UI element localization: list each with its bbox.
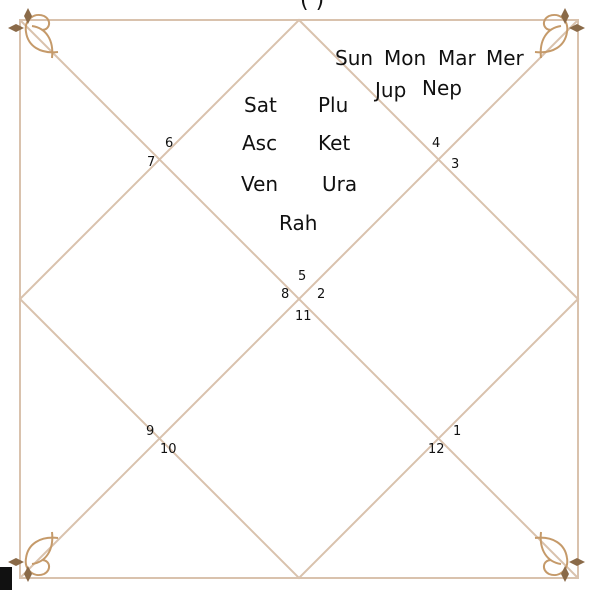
planet-asc: Asc (242, 133, 277, 153)
house-number-6: 6 (165, 137, 173, 150)
planet-mon: Mon (384, 48, 426, 68)
house-number-4: 4 (432, 137, 440, 150)
house-number-11: 11 (295, 310, 312, 323)
planet-nep: Nep (422, 78, 462, 98)
planet-plu: Plu (318, 95, 348, 115)
planet-ven: Ven (241, 174, 278, 194)
planet-mar: Mar (438, 48, 476, 68)
corner-ornament-icon (0, 0, 70, 70)
house-number-10: 10 (160, 443, 177, 456)
planet-sat: Sat (244, 95, 277, 115)
house-number-3: 3 (451, 158, 459, 171)
planet-rah: Rah (279, 213, 317, 233)
house-number-5: 5 (298, 270, 306, 283)
chart-title-fragment: ( ) (300, 0, 324, 12)
house-number-7: 7 (147, 156, 155, 169)
planet-ura: Ura (322, 174, 357, 194)
corner-ornament-icon (523, 520, 593, 590)
house-number-12: 12 (428, 443, 445, 456)
house-number-8: 8 (281, 288, 289, 301)
edge-artifact (0, 567, 12, 590)
planet-mer: Mer (486, 48, 524, 68)
corner-ornament-icon (523, 0, 593, 70)
house-number-9: 9 (146, 425, 154, 438)
planet-jup: Jup (375, 80, 406, 100)
house-number-2: 2 (317, 288, 325, 301)
house-number-1: 1 (453, 425, 461, 438)
planet-sun: Sun (335, 48, 373, 68)
planet-ket: Ket (318, 133, 350, 153)
